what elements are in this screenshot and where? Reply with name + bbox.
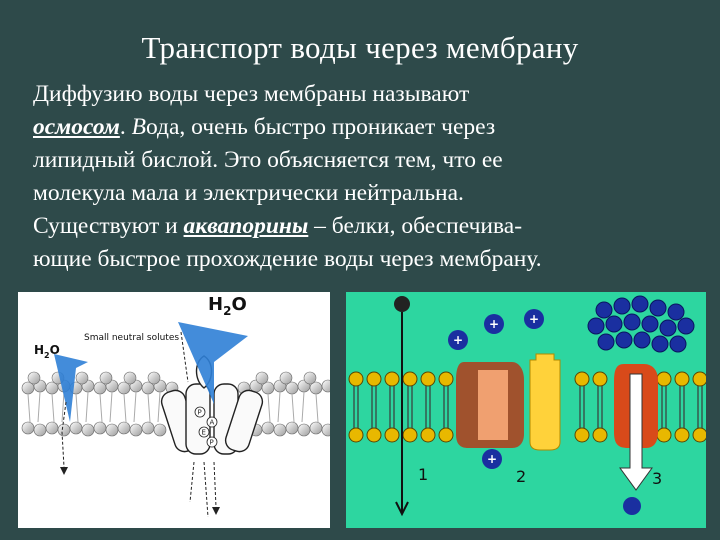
svg-text:A: A xyxy=(210,419,215,427)
line-2-dot: . xyxy=(119,114,132,140)
svg-text:2: 2 xyxy=(516,467,526,486)
diffusion-paths xyxy=(61,331,217,518)
membrane-heads-bottom xyxy=(348,427,708,443)
slide-paragraph: Диффузию воды через мембраны называют ос… xyxy=(33,78,703,276)
bilayer-diagram: P A E P H2O H2O Small neutral solutes xyxy=(21,294,335,518)
membrane-heads-top xyxy=(348,371,708,387)
water-wedge-small xyxy=(54,354,88,422)
line-5-rest: – белки, обеспечива- xyxy=(308,213,523,239)
paragraph-line-1: Диффузию воды через мембраны называют xyxy=(33,78,703,111)
mode-labels: 1 2 3 xyxy=(418,465,662,488)
svg-text:P: P xyxy=(210,439,214,447)
line-1-text: Диффузию воды через мембраны называют xyxy=(33,81,470,107)
svg-text:E: E xyxy=(202,429,206,437)
line-2-rest: ода, очень быстро проникает через xyxy=(145,114,496,140)
term-aquaporins: аквапорины xyxy=(183,213,309,239)
line-3-text: липидный бислой. Это объясняется тем, чт… xyxy=(33,147,503,173)
svg-text:P: P xyxy=(198,409,202,417)
paragraph-line-2: осмосом. Вода, очень быстро проникает че… xyxy=(33,111,703,144)
svg-text:3: 3 xyxy=(652,469,662,488)
channel-pore-brown xyxy=(478,370,508,440)
solutes-label: Small neutral solutes xyxy=(84,333,179,343)
membrane-tails xyxy=(353,386,703,428)
arrow-heads xyxy=(60,467,220,515)
neutral-molecule xyxy=(394,296,410,312)
pumped-molecule xyxy=(623,497,641,515)
carrier-protein-yellow xyxy=(529,353,561,451)
water-wedge-large xyxy=(178,322,248,404)
slide-title: Транспорт воды через мембрану xyxy=(141,30,579,65)
term-osmos: осмосом xyxy=(33,114,120,140)
line-6-text: ющие быстрое прохождение воды через мемб… xyxy=(33,246,542,272)
paragraph-line-6: ющие быстрое прохождение воды через мемб… xyxy=(33,243,703,276)
h2o-top-label: H2O xyxy=(208,294,247,318)
svg-text:+: + xyxy=(453,333,463,347)
svg-text:1: 1 xyxy=(418,465,428,484)
paragraph-line-5: Существуют и аквапорины – белки, обеспеч… xyxy=(33,210,703,243)
h2o-left-label: H2O xyxy=(34,343,60,360)
figure-bilayer-aquaporin: P A E P H2O H2O Small neutral solutes xyxy=(18,292,335,528)
cation-ions: + + + + xyxy=(448,309,544,469)
diffusion-arrow xyxy=(395,312,409,517)
svg-text:+: + xyxy=(489,317,499,331)
line-4-text: молекула мала и электрически нейтральна. xyxy=(33,180,464,206)
pore-letters: P A E P xyxy=(194,406,218,448)
pump-arrow xyxy=(619,373,653,491)
line-2-v: В xyxy=(131,114,146,140)
svg-text:+: + xyxy=(529,312,539,326)
molecule-cluster xyxy=(587,295,695,353)
transport-diagram: + + + + 1 2 3 xyxy=(348,295,708,517)
paragraph-line-4: молекула мала и электрически нейтральна. xyxy=(33,177,703,210)
paragraph-line-3: липидный бислой. Это объясняется тем, чт… xyxy=(33,144,703,177)
figure-transport-modes: + + + + 1 2 3 xyxy=(346,292,708,528)
line-5-start: Существуют и xyxy=(33,213,184,239)
svg-text:+: + xyxy=(487,452,497,466)
